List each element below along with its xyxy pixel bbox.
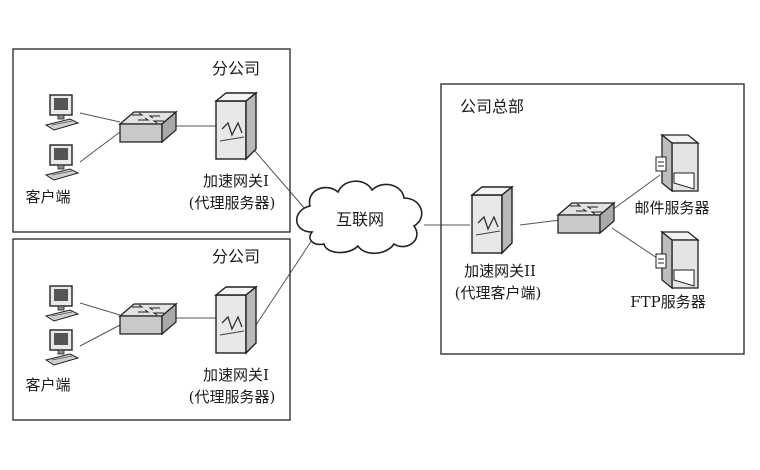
switch-icon (119, 111, 177, 143)
branch-1-links (79, 112, 307, 211)
ftp-server-icon (655, 231, 699, 289)
client-pc-icon (45, 94, 79, 131)
gateway-label: 加速网关I (203, 172, 269, 190)
mail-server-label: 邮件服务器 (634, 199, 709, 217)
client-label: 客户端 (25, 188, 70, 206)
client-pc-icon (45, 329, 79, 366)
branch-office-2-box (12, 238, 291, 421)
ftp-server-label: FTP服务器 (630, 293, 706, 311)
internet-label: 互联网 (336, 210, 384, 229)
switch-icon (119, 303, 177, 335)
branch-office-1-title: 分公司 (212, 59, 260, 78)
client-pc-icon (45, 285, 79, 322)
mail-server-icon (655, 134, 699, 192)
headquarters-box (440, 83, 745, 355)
hq-gateway-role-label: (代理客户端) (455, 284, 542, 302)
internet-cloud: 互联网 (295, 180, 423, 255)
gateway-label: 加速网关I (203, 366, 269, 384)
branch-office-1: 分公司 客户端 加速网关I (代理服务器) (12, 48, 291, 233)
gateway-icon (215, 286, 257, 354)
headquarters: 公司总部 加速网关II (代理客户端) 邮件服务器 FTP服务器 (440, 83, 745, 355)
client-label: 客户端 (25, 376, 70, 394)
gateway-role-label: (代理服务器) (189, 388, 276, 406)
client-pc-icon (45, 144, 79, 181)
branch-office-2-title: 分公司 (212, 247, 260, 266)
branch-2-links (79, 239, 313, 347)
switch-icon (557, 202, 615, 234)
cloud-icon (295, 180, 423, 255)
gateway-icon (471, 186, 513, 254)
headquarters-title: 公司总部 (460, 97, 524, 116)
hq-gateway-label: 加速网关II (464, 262, 536, 280)
branch-office-2: 分公司 客户端 加速网关I (代理服务器) (12, 238, 291, 421)
hq-links (424, 174, 661, 261)
branch-office-1-box (12, 48, 291, 233)
gateway-role-label: (代理服务器) (189, 194, 276, 212)
gateway-icon (215, 92, 257, 160)
